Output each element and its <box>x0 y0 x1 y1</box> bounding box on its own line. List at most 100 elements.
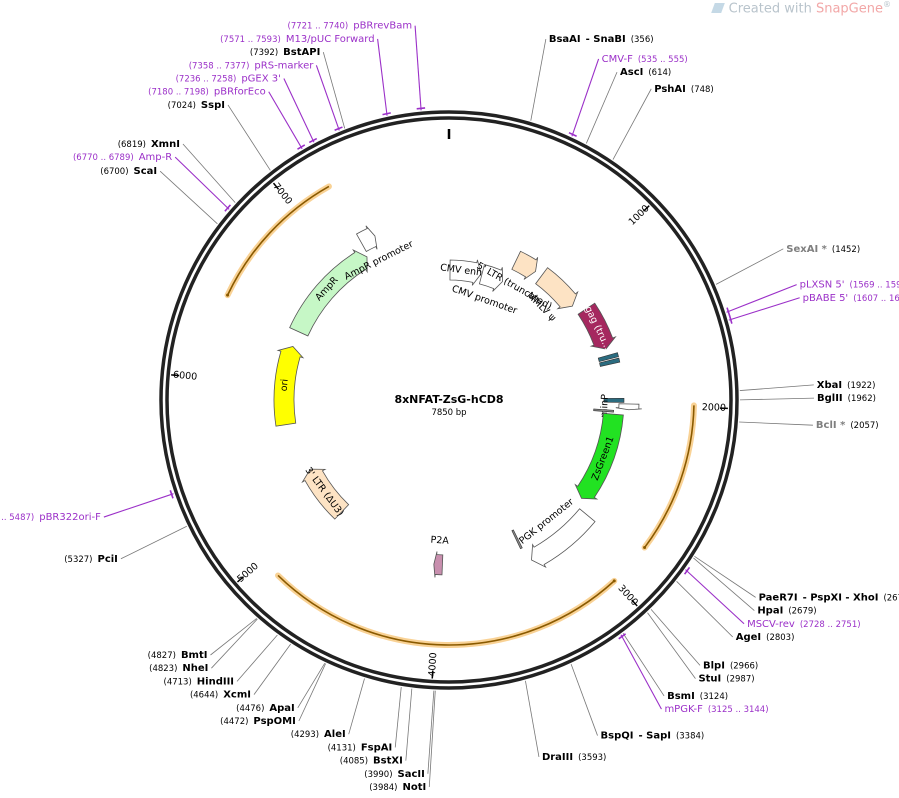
leader-line <box>530 38 547 121</box>
enzyme-site-fspai[interactable]: (4131)FspAI <box>328 687 402 753</box>
primer-cmv-f[interactable]: CMV-F(535 .. 555) <box>568 54 688 137</box>
feature-zsgreen1[interactable]: ZsGreen1 <box>574 412 624 500</box>
orf-end <box>226 293 230 297</box>
enzyme-label: (6700)ScaI <box>100 166 157 177</box>
feature-mmlv[interactable]: MMLV ψ <box>524 267 579 324</box>
enzyme-site-pspomi[interactable]: (4472) PspOMI <box>220 663 326 727</box>
enzyme-site-paer7i[interactable]: PaeR7I- PspXI - XhoI(2671) <box>694 555 899 603</box>
feature-p2a[interactable]: P2A <box>430 535 450 578</box>
enzyme-site-sacii[interactable]: (3990)SacII <box>364 690 435 780</box>
enzyme-location: (1922) <box>847 381 875 391</box>
primer-name: pLXSN 5' <box>800 280 845 291</box>
enzyme-site-alei[interactable]: (4293)AleI <box>291 678 365 740</box>
enzyme-site-bsaai[interactable]: BsaAI- SnaBI(356) <box>530 34 654 121</box>
enzyme-location: (5327) <box>64 555 92 565</box>
feature-kozak-sequence[interactable] <box>511 529 523 550</box>
feature-nfat-binding-site[interactable] <box>599 357 621 367</box>
enzyme-name: BsaAI <box>549 34 581 45</box>
enzyme-site-xmni[interactable]: (6819)XmnI <box>118 139 236 203</box>
primer-location: (7721 .. 7740) <box>288 22 349 32</box>
primer-label: (7236 .. 7258)pGEX 3' <box>176 74 281 85</box>
enzyme-location: (6819) <box>118 140 146 150</box>
primer-pgex-3[interactable]: (7236 .. 7258)pGEX 3' <box>176 74 318 144</box>
leader-line <box>298 663 326 722</box>
enzyme-site-bmti[interactable]: (4827)BmtI <box>148 618 257 661</box>
enzyme-site-xbai[interactable]: XbaI(1922) <box>739 380 876 391</box>
feature-nfat-binding-site[interactable] <box>597 352 619 362</box>
enzyme-site-nhei[interactable]: (4823)NheI <box>149 618 258 674</box>
primer-pbr322ori-f[interactable]: (5468 .. 5487)pBR322ori-F <box>0 490 174 523</box>
enzyme-site-stui[interactable]: StuI(2987) <box>647 612 755 685</box>
primer-pbrrevbam[interactable]: (7721 .. 7740)pBRrevBam <box>288 21 426 111</box>
enzyme-site-sspi[interactable]: (7024)SspI <box>168 100 271 171</box>
enzyme-label: (5327)PciI <box>64 554 118 565</box>
primer-mscv-rev[interactable]: MSCV-rev(2728 .. 2751) <box>683 566 861 630</box>
feature-minp[interactable]: minP <box>599 394 642 418</box>
enzyme-site-hpai[interactable]: HpaI(2679) <box>693 557 817 617</box>
leader-line <box>236 634 278 682</box>
enzyme-site-agei[interactable]: AgeI(2803) <box>676 581 795 643</box>
enzyme-location: (356) <box>631 35 654 45</box>
primer-bind-mark <box>683 566 691 575</box>
enzyme-location: (4827) <box>148 651 176 661</box>
enzyme-site-asci[interactable]: AscI(614) <box>585 67 671 144</box>
tick-mark <box>171 374 180 377</box>
orf-arc <box>277 574 615 646</box>
primer-pbabe-5[interactable]: pBABE 5'(1607 .. 1623) <box>728 293 899 324</box>
enzyme-name: HindIII <box>197 676 234 687</box>
feature-arrow <box>577 302 617 350</box>
enzyme-site-bstapi[interactable]: (7392)BstAPI <box>250 47 346 129</box>
enzyme-name: PaeR7I <box>759 592 798 603</box>
primer-amp-r[interactable]: (6770 .. 6789)Amp-R <box>73 152 232 212</box>
enzyme-location: (7392) <box>250 48 278 58</box>
primer-plxsn-5[interactable]: pLXSN 5'(1569 .. 1591) <box>726 280 899 316</box>
enzyme-site-sexai[interactable]: SexAI *(1452) <box>715 244 860 285</box>
feature-3-ltr-u3[interactable]: 3' LTR (ΔU3) <box>301 465 350 520</box>
primer-prs-marker[interactable]: (7358 .. 7377)pRS-marker <box>189 60 343 131</box>
feature-ori[interactable]: ori <box>273 346 305 427</box>
primer-bind-mark <box>224 204 232 212</box>
enzyme-site-bstxi[interactable]: (4085)BstXI <box>340 688 413 767</box>
enzyme-site-noti[interactable]: (3984)NotI <box>369 690 436 793</box>
primer-mpgk-f[interactable]: mPGK-F(3125 .. 3144) <box>618 633 769 715</box>
enzyme-site-hindiii[interactable]: (4713)HindIII <box>164 634 278 687</box>
primer-pbrforeco[interactable]: (7180 .. 7198)pBRforEco <box>148 87 306 150</box>
enzyme-label: HpaI(2679) <box>757 606 816 617</box>
enzyme-name: PspOMI <box>253 716 295 727</box>
leader-line <box>715 248 784 285</box>
leader-line <box>650 609 701 666</box>
feature-pgk-promoter[interactable]: PGK promoter <box>517 497 596 569</box>
feature-cmv-enh[interactable]: CMV enh... <box>439 259 492 286</box>
enzyme-label: (4131)FspAI <box>328 742 393 753</box>
enzyme-site-scai[interactable]: (6700)ScaI <box>100 166 218 225</box>
enzyme-site-blpi[interactable]: BlpI(2966) <box>650 609 758 671</box>
primer-name: MSCV-rev <box>747 619 795 630</box>
enzyme-location: (4472) <box>220 717 248 727</box>
enzyme-label: (4713)HindIII <box>164 676 235 687</box>
enzyme-site-apai[interactable]: (4476)ApaI <box>236 662 326 714</box>
enzyme-label: AscI(614) <box>620 67 671 78</box>
enzyme-site-pcii[interactable]: (5327)PciI <box>64 525 187 565</box>
enzyme-site-bsmi[interactable]: BsmI(3124) <box>622 632 728 702</box>
feature-nfat-binding-site[interactable] <box>603 397 625 403</box>
enzyme-site-draiii[interactable]: DraIII(3593) <box>525 680 606 763</box>
enzyme-site-bspqi[interactable]: BspQI- SapI(3384) <box>570 664 704 742</box>
enzyme-name-2: - PspXI - XhoI <box>803 592 879 603</box>
primer-m13-puc-forward[interactable]: (7571 .. 7593)M13/pUC Forward <box>220 34 391 116</box>
primer-bind-mark <box>308 137 318 144</box>
leader-line <box>182 143 236 203</box>
feature-gag-tru[interactable]: gag (tru... <box>577 302 617 352</box>
leader-line <box>739 384 814 391</box>
enzyme-label: (4472) PspOMI <box>220 716 296 727</box>
primer-name: pGEX 3' <box>241 74 281 85</box>
primer-label: CMV-F(535 .. 555) <box>602 54 688 65</box>
enzyme-site-pshai[interactable]: PshAI(748) <box>612 84 714 160</box>
enzyme-site-xcmi[interactable]: (4644)XcmI <box>190 643 291 701</box>
leader-line <box>283 78 315 143</box>
feature-label: minP <box>599 394 611 418</box>
feature-kozak-sequence[interactable] <box>593 408 615 413</box>
feature-ampr[interactable]: AmpR <box>289 248 368 337</box>
enzyme-site-bcli[interactable]: BclI *(2057) <box>739 420 879 431</box>
enzyme-site-bglii[interactable]: BglII(1962) <box>739 393 876 404</box>
primer-bind-mark <box>568 131 577 137</box>
